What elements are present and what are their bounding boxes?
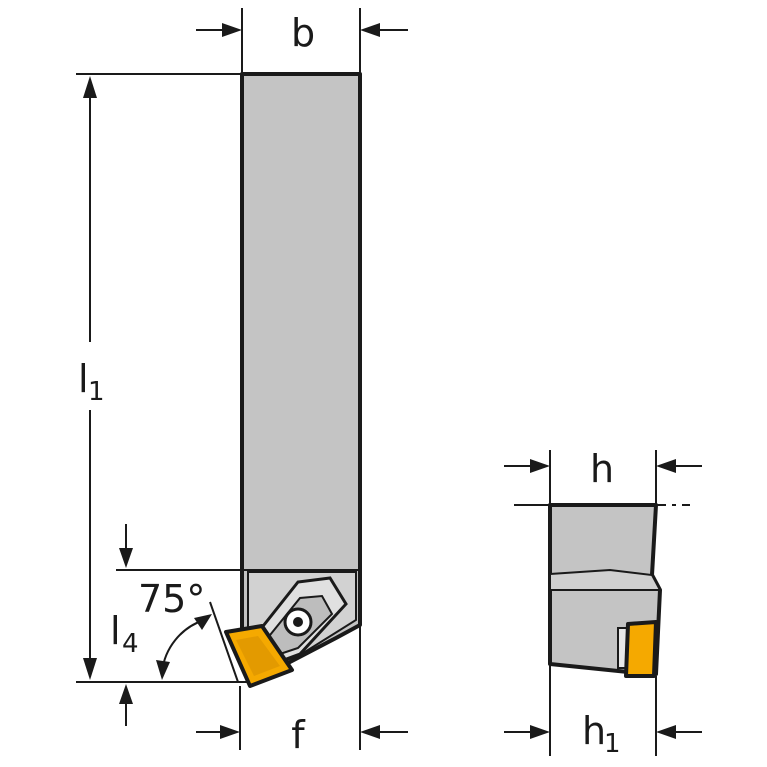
angle-75: 75° xyxy=(138,577,239,683)
shank-end-view xyxy=(548,503,662,678)
label-l1-subscript: 1 xyxy=(88,377,105,407)
label-b: b xyxy=(291,11,315,55)
dimension-f: f xyxy=(196,625,408,757)
end-view-insert xyxy=(624,620,658,678)
label-h: h xyxy=(590,447,614,491)
dimension-h1: h 1 xyxy=(504,664,702,759)
dimension-h: h xyxy=(504,447,702,506)
cutting-insert-face xyxy=(236,636,280,676)
label-angle: 75° xyxy=(138,577,205,621)
shank-top-view xyxy=(224,72,362,688)
label-l4-subscript: 4 xyxy=(122,629,139,659)
label-l4: l xyxy=(110,609,121,653)
dimension-b: b xyxy=(196,8,408,74)
dimension-l1: l 1 xyxy=(76,73,250,683)
end-view-head xyxy=(549,568,662,591)
label-f: f xyxy=(291,713,306,757)
dimension-l4: l 4 xyxy=(110,524,242,726)
label-h1: h xyxy=(582,709,606,753)
clamp-screw-center xyxy=(293,617,303,627)
label-h1-subscript: 1 xyxy=(604,729,621,759)
label-l1: l xyxy=(78,357,89,401)
